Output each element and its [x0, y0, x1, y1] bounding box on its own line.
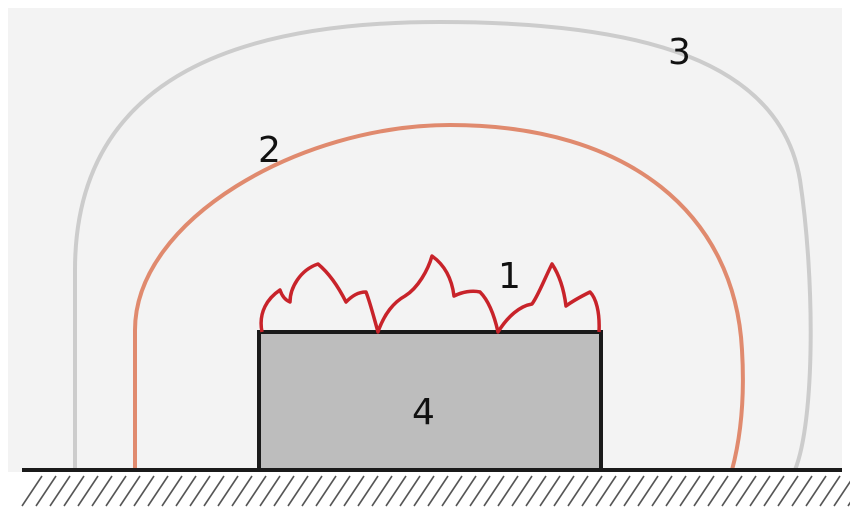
- hatch-stroke: [189, 475, 211, 507]
- hatch-stroke: [35, 475, 57, 507]
- hatch-stroke: [49, 475, 71, 507]
- hatch-stroke: [651, 475, 673, 507]
- hatch-stroke: [133, 475, 155, 507]
- hatch-stroke: [637, 475, 659, 507]
- hatch-stroke: [441, 475, 463, 507]
- hatch-stroke: [497, 475, 519, 507]
- hatch-stroke: [63, 475, 85, 507]
- hatch-stroke: [399, 475, 421, 507]
- hatch-stroke: [623, 475, 645, 507]
- outer-zone-label: 3: [668, 32, 691, 73]
- hatch-stroke: [707, 475, 729, 507]
- inner-zone-boundary: [133, 122, 745, 471]
- hatch-stroke: [427, 475, 449, 507]
- hatch-stroke: [343, 475, 365, 507]
- hatch-stroke: [567, 475, 589, 507]
- hatch-stroke: [483, 475, 505, 507]
- hatch-stroke: [357, 475, 379, 507]
- inner-zone-label: 2: [258, 130, 281, 171]
- hatch-stroke: [511, 475, 533, 507]
- hatch-stroke: [693, 475, 715, 507]
- hatch-stroke: [469, 475, 491, 507]
- hatch-stroke: [273, 475, 295, 507]
- hatch-stroke: [161, 475, 183, 507]
- hatch-stroke: [259, 475, 281, 507]
- hatch-stroke: [665, 475, 687, 507]
- hatch-stroke: [833, 480, 850, 507]
- hatch-stroke: [371, 475, 393, 507]
- hatch-stroke: [77, 475, 99, 507]
- hatch-stroke: [175, 475, 197, 507]
- hatch-stroke: [735, 475, 757, 507]
- hatch-stroke: [805, 475, 827, 507]
- hatch-stroke: [301, 475, 323, 507]
- hatch-stroke: [525, 475, 547, 507]
- hatch-stroke: [791, 475, 813, 507]
- hatch-stroke: [819, 475, 841, 507]
- ground-hatch-icon: [21, 475, 850, 507]
- hatch-stroke: [245, 475, 267, 507]
- hatch-stroke: [217, 475, 239, 507]
- hatch-stroke: [749, 475, 771, 507]
- hatch-stroke: [539, 475, 561, 507]
- hatch-stroke: [21, 475, 43, 507]
- hatch-stroke: [105, 475, 127, 507]
- hatch-stroke: [231, 475, 253, 507]
- hatch-stroke: [413, 475, 435, 507]
- flame-icon: [259, 254, 601, 334]
- hatch-stroke: [679, 475, 701, 507]
- hatch-stroke: [595, 475, 617, 507]
- hatch-stroke: [553, 475, 575, 507]
- hatch-stroke: [203, 475, 225, 507]
- hatch-stroke: [777, 475, 799, 507]
- hatch-stroke: [287, 475, 309, 507]
- hatch-stroke: [763, 475, 785, 507]
- outer-zone-boundary: [73, 19, 813, 471]
- hatch-stroke: [147, 475, 169, 507]
- hatch-stroke: [455, 475, 477, 507]
- hatch-stroke: [329, 475, 351, 507]
- hatch-stroke: [581, 475, 603, 507]
- hatch-stroke: [609, 475, 631, 507]
- flame-label: 1: [498, 256, 521, 297]
- hatch-stroke: [91, 475, 113, 507]
- hatch-stroke: [721, 475, 743, 507]
- object-label: 4: [412, 392, 435, 433]
- burning-object: [257, 330, 603, 472]
- hatch-stroke: [119, 475, 141, 507]
- hatch-stroke: [385, 475, 407, 507]
- hatch-stroke: [315, 475, 337, 507]
